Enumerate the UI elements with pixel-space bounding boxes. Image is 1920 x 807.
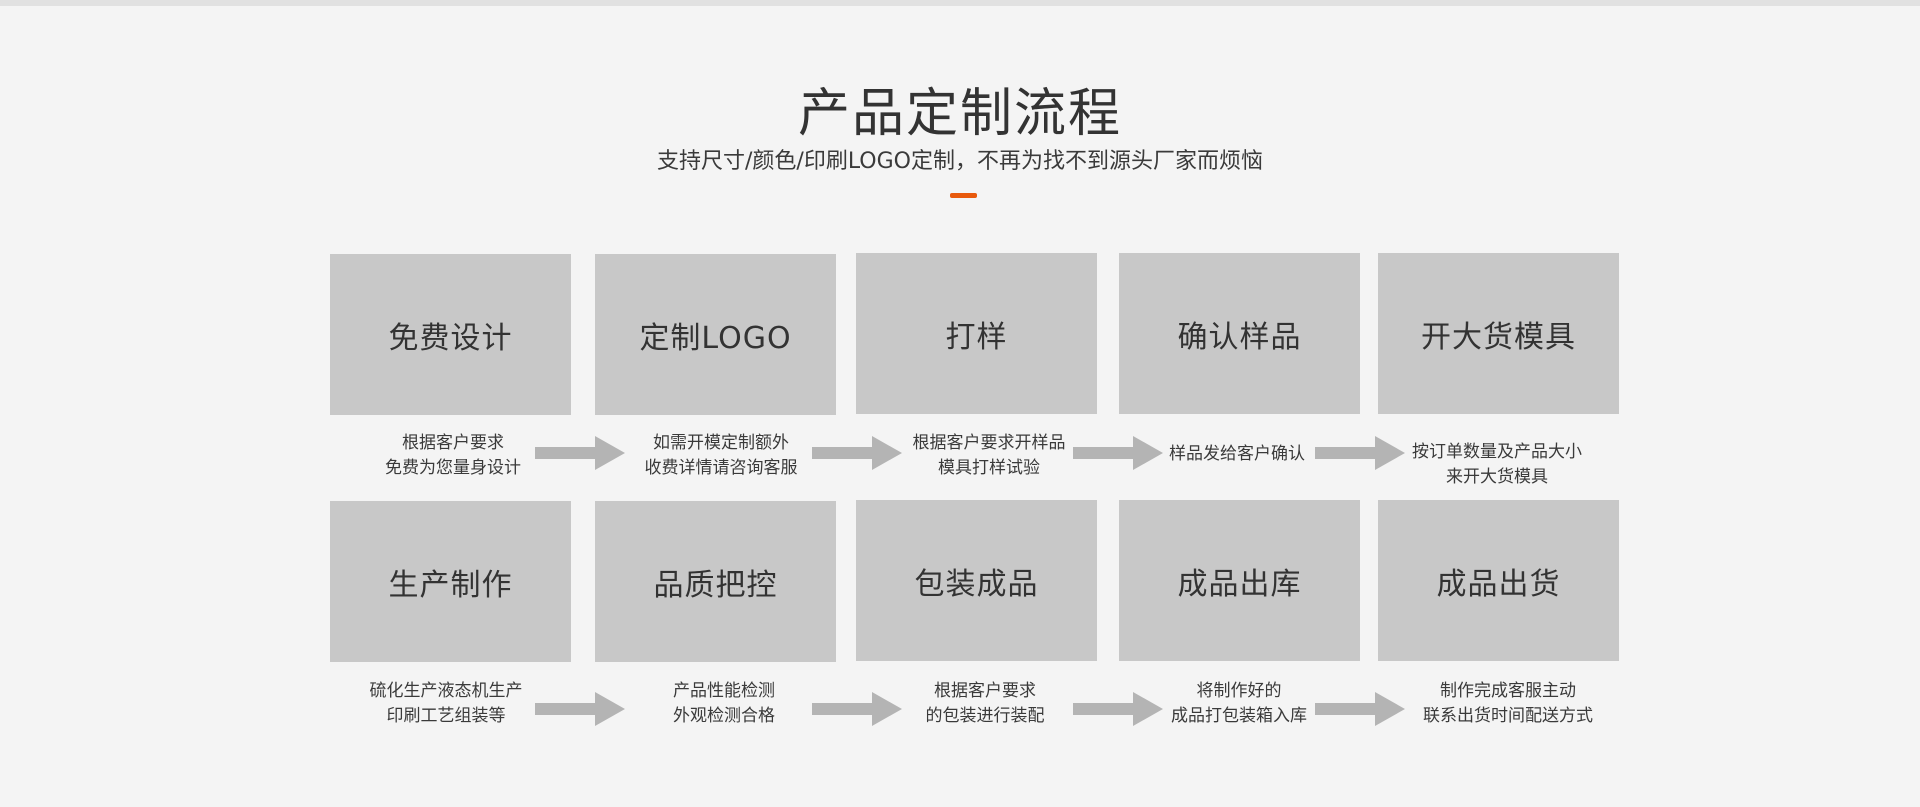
step-label: 成品出库 — [1177, 566, 1302, 602]
desc-line: 硫化生产液态机生产 — [369, 681, 523, 701]
step-box-quality-control: 品质把控 — [595, 501, 836, 662]
desc-line: 的包装进行装配 — [925, 706, 1045, 726]
top-divider-bar — [0, 0, 1920, 6]
step-label: 打样 — [945, 319, 1008, 355]
right-arrow-icon — [535, 692, 625, 726]
step-description: 硫化生产液态机生产 印刷工艺组装等 — [346, 679, 546, 729]
step-box-shipping: 成品出货 — [1378, 500, 1619, 661]
desc-line: 成品打包装箱入库 — [1171, 706, 1307, 726]
step-box-mass-mold: 开大货模具 — [1378, 253, 1619, 414]
desc-line: 样品发给客户确认 — [1169, 444, 1305, 464]
step-box-production: 生产制作 — [330, 501, 571, 662]
desc-line: 产品性能检测 — [673, 681, 775, 701]
step-description: 按订单数量及产品大小 来开大货模具 — [1397, 440, 1597, 490]
desc-line: 按订单数量及产品大小 — [1412, 442, 1582, 462]
desc-line: 模具打样试验 — [938, 458, 1040, 478]
right-arrow-icon — [812, 692, 902, 726]
right-arrow-icon — [1073, 692, 1163, 726]
right-arrow-icon — [1073, 436, 1163, 470]
desc-line: 收费详情请咨询客服 — [644, 458, 798, 478]
desc-line: 根据客户要求 — [934, 681, 1036, 701]
desc-line: 根据客户要求开样品 — [912, 433, 1066, 453]
desc-line: 如需开模定制额外 — [653, 433, 789, 453]
desc-line: 免费为您量身设计 — [385, 458, 521, 478]
desc-line: 外观检测合格 — [673, 706, 775, 726]
step-description: 将制作好的 成品打包装箱入库 — [1139, 679, 1339, 729]
step-label: 免费设计 — [388, 320, 513, 356]
step-description: 根据客户要求 的包装进行装配 — [885, 679, 1085, 729]
step-label: 开大货模具 — [1421, 319, 1576, 355]
step-description: 根据客户要求 免费为您量身设计 — [353, 431, 553, 481]
desc-line: 来开大货模具 — [1446, 467, 1548, 487]
step-box-packaging: 包装成品 — [856, 500, 1097, 661]
desc-line: 根据客户要求 — [402, 433, 504, 453]
right-arrow-icon — [535, 436, 625, 470]
page-subtitle: 支持尺寸/颜色/印刷LOGO定制，不再为找不到源头厂家而烦恼 — [657, 149, 1263, 174]
step-description: 产品性能检测 外观检测合格 — [624, 679, 824, 729]
desc-line: 制作完成客服主动 — [1440, 681, 1576, 701]
step-label: 生产制作 — [388, 567, 513, 603]
step-label: 品质把控 — [653, 567, 778, 603]
step-description: 制作完成客服主动 联系出货时间配送方式 — [1408, 679, 1608, 729]
step-label: 成品出货 — [1436, 566, 1561, 602]
desc-line: 将制作好的 — [1196, 681, 1282, 701]
step-label: 确认样品 — [1177, 319, 1302, 355]
step-box-custom-logo: 定制LOGO — [595, 254, 836, 415]
step-box-warehousing: 成品出库 — [1119, 500, 1360, 661]
step-description: 根据客户要求开样品 模具打样试验 — [889, 431, 1089, 481]
right-arrow-icon — [812, 436, 902, 470]
title-accent-line — [950, 193, 977, 198]
desc-line: 联系出货时间配送方式 — [1423, 706, 1593, 726]
step-box-confirm-sample: 确认样品 — [1119, 253, 1360, 414]
step-label: 包装成品 — [914, 566, 1039, 602]
right-arrow-icon — [1315, 692, 1405, 726]
desc-line: 印刷工艺组装等 — [386, 706, 506, 726]
step-label: 定制LOGO — [639, 320, 792, 356]
step-description: 样品发给客户确认 — [1137, 442, 1337, 467]
step-box-free-design: 免费设计 — [330, 254, 571, 415]
page-title: 产品定制流程 — [797, 84, 1122, 144]
right-arrow-icon — [1315, 436, 1405, 470]
step-description: 如需开模定制额外 收费详情请咨询客服 — [621, 431, 821, 481]
step-box-sampling: 打样 — [856, 253, 1097, 414]
